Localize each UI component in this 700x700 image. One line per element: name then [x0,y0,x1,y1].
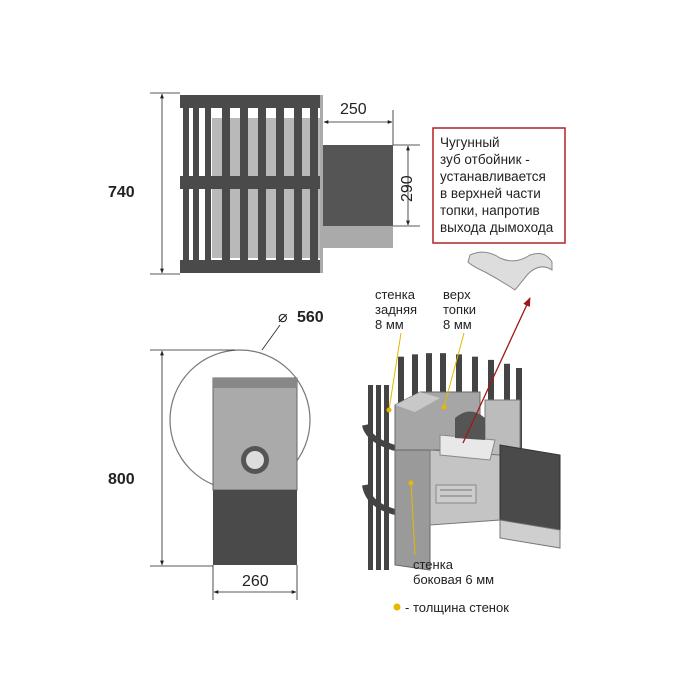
flue-pipe [323,145,393,226]
label-back-wall: 8 мм [375,317,404,332]
callout-line: топки, напротив [440,203,540,218]
label-top-firebox: топки [443,302,476,317]
cast-iron-deflector [467,251,553,291]
callout-line: выхода дымохода [440,220,554,235]
dim-290: 290 [399,175,416,202]
front-view: ⌀ 560 800 260 [108,309,324,600]
callout-line: устанавливается [440,169,546,184]
diameter-symbol: ⌀ [278,309,288,326]
legend-text: - толщина стенок [405,600,509,615]
grille-bar [440,353,446,414]
grille-bar [412,354,418,415]
label-top-firebox: верх [443,287,471,302]
label-back-wall: стенка [375,287,416,302]
dim-260: 260 [242,573,269,590]
cutaway-view [362,297,561,574]
dim-560: 560 [297,309,324,326]
label-side-wall: стенка [413,557,454,572]
pointer-arrow [462,297,531,444]
grille-bar [368,385,373,570]
callout-line: зуб отбойник - [440,152,530,167]
callout-line: в верхней части [440,186,541,201]
legend-marker [393,603,401,611]
grille-bar [398,356,404,417]
grille-bar [384,385,389,570]
grille-bar [472,356,478,417]
label-top-firebox: 8 мм [443,317,472,332]
dim-800: 800 [108,471,135,488]
grille-bar [376,385,381,570]
dim-740: 740 [108,184,135,201]
grille-bar [426,353,432,414]
grille-bar [456,354,462,415]
side-view: 740 250 290 [108,92,420,275]
grille-bar [488,359,494,420]
label-side-wall: боковая 6 мм [413,572,494,587]
callout-box: Чугунный зуб отбойник - устанавливается … [432,127,566,291]
label-back-wall: задняя [375,302,417,317]
callout-line: Чугунный [440,135,500,150]
dim-250: 250 [340,101,367,118]
